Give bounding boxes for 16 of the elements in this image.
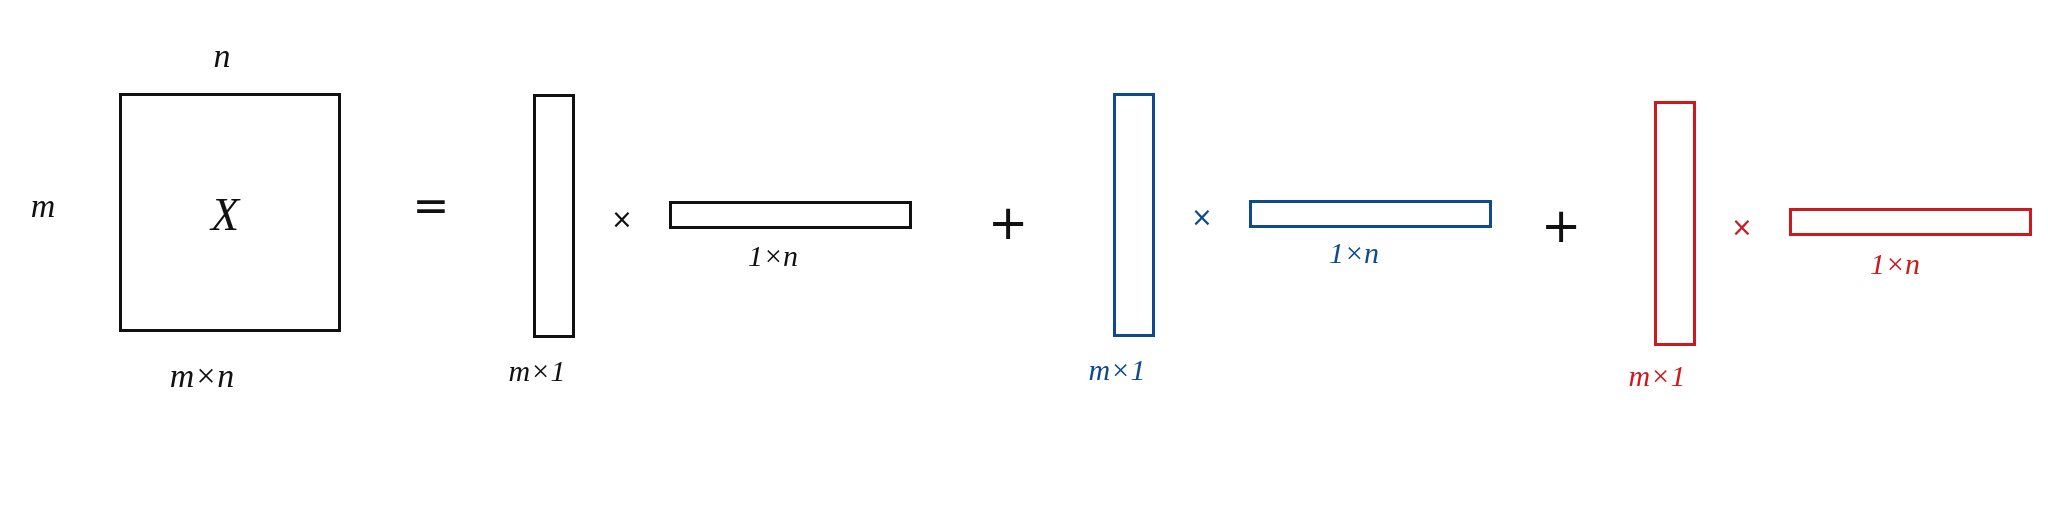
dimension-label: n <box>213 39 231 73</box>
dimension-label: 1×n <box>747 241 799 271</box>
plus-sign: + <box>1540 201 1582 249</box>
equals-sign: = <box>412 184 450 228</box>
dimension-label: m <box>30 189 56 223</box>
multiply-sign: × <box>611 206 633 232</box>
dimension-label: 1×n <box>1328 238 1380 268</box>
dimension-label: m×1 <box>1628 361 1686 391</box>
dimension-label: m×n <box>169 359 235 393</box>
multiply-sign: × <box>1731 214 1753 240</box>
plus-sign: + <box>987 198 1029 246</box>
dimension-label: m×1 <box>1088 355 1146 385</box>
matrix-symbol: X <box>210 192 240 238</box>
dimension-label: m×1 <box>508 356 566 386</box>
multiply-sign: × <box>1191 204 1213 230</box>
dimension-label: 1×n <box>1869 249 1921 279</box>
